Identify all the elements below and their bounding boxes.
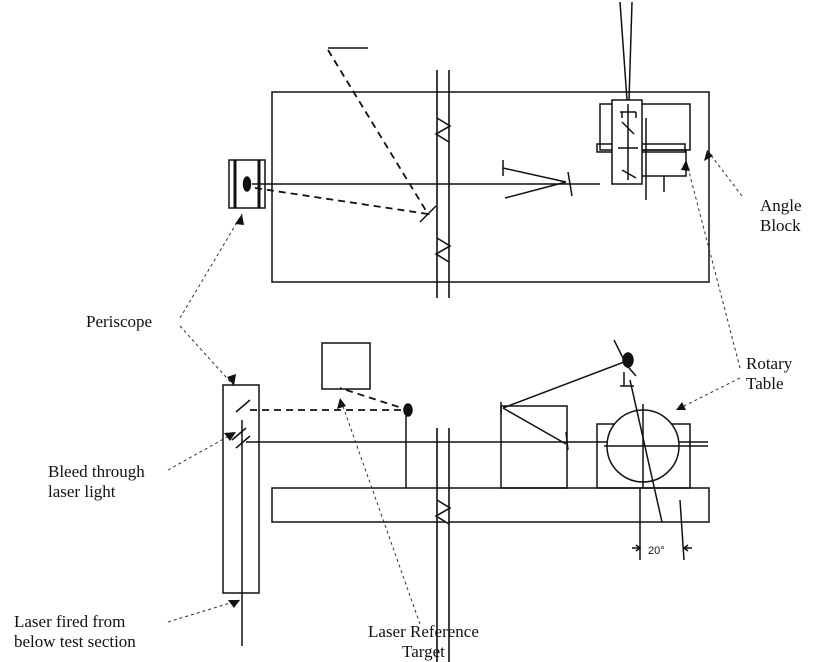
label-bleed-through: Bleed through laser light bbox=[48, 462, 145, 502]
label-angle-block-line1: Angle bbox=[760, 196, 802, 215]
top-rotary-table bbox=[640, 150, 686, 176]
side-reference-mirror bbox=[404, 404, 412, 416]
label-periscope: Periscope bbox=[86, 312, 153, 331]
leader-lines bbox=[168, 150, 742, 624]
leader-rotary-table-top bbox=[686, 160, 740, 368]
leader-laser-fired bbox=[168, 600, 240, 622]
side-break-lines bbox=[436, 428, 450, 662]
leader-periscope-top bbox=[180, 214, 242, 318]
top-periscope-mount bbox=[612, 100, 642, 184]
leader-arrowheads bbox=[224, 150, 713, 608]
side-base-rail bbox=[272, 488, 709, 522]
side-periscope-column bbox=[223, 385, 259, 593]
top-view bbox=[229, 2, 709, 298]
top-reference-mirror bbox=[420, 206, 436, 222]
label-rotary-table-line1: Rotary bbox=[746, 354, 793, 373]
label-laser-fired-line1: Laser fired from bbox=[14, 612, 126, 631]
leader-rotary-table-side bbox=[676, 378, 740, 410]
label-rotary-table-line2: Table bbox=[746, 374, 784, 393]
side-view bbox=[223, 340, 709, 662]
top-mirror-2 bbox=[568, 172, 572, 196]
leader-periscope-side bbox=[180, 326, 234, 386]
side-reference-beam bbox=[250, 388, 408, 410]
label-angle-block: Angle Block bbox=[760, 196, 802, 236]
label-laser-reference-line2: Target bbox=[402, 642, 445, 661]
label-angle-value: 20° bbox=[648, 545, 665, 557]
side-mirror-box bbox=[501, 406, 567, 488]
top-test-section bbox=[272, 92, 709, 282]
side-reference-target bbox=[322, 343, 370, 389]
top-periscope-lens bbox=[244, 177, 251, 191]
label-angle-block-line2: Block bbox=[760, 216, 801, 235]
top-reference-beam bbox=[255, 50, 428, 214]
label-bleed-through-line2: laser light bbox=[48, 482, 116, 501]
label-bleed-through-line1: Bleed through bbox=[48, 462, 145, 481]
label-laser-reference-line1: Laser Reference bbox=[368, 622, 479, 641]
label-laser-reference: Laser Reference Target bbox=[368, 622, 479, 662]
side-periscope-mirror bbox=[623, 353, 633, 367]
leader-laser-reference bbox=[340, 398, 420, 624]
label-laser-fired-line2: below test section bbox=[14, 632, 136, 651]
leader-angle-block bbox=[707, 150, 742, 196]
label-rotary-table: Rotary Table bbox=[746, 354, 792, 394]
label-laser-fired: Laser fired from below test section bbox=[14, 612, 136, 652]
leader-bleed-through bbox=[168, 432, 236, 470]
